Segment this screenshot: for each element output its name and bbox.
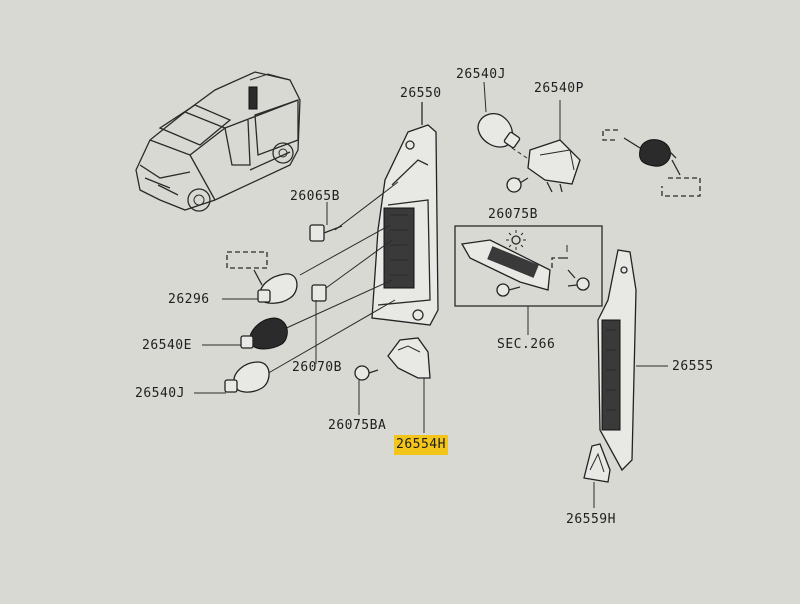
gasket-26554h: [387, 337, 431, 433]
bulb-26540j-top: [477, 81, 531, 161]
label-26550: 26550: [400, 86, 442, 101]
bolt-26070b: [311, 284, 327, 364]
bulb-top-right: [602, 129, 701, 197]
bulb-26540j-bottom: [194, 361, 270, 394]
sun-icon: [506, 230, 526, 250]
label-26555: 26555: [672, 359, 714, 374]
bulb-26540e: [202, 317, 288, 350]
bolt-26065b: [309, 202, 343, 242]
label-26075ba: 26075BA: [328, 418, 387, 433]
bulb-26296: [222, 251, 298, 304]
rear-combination-lamp: [371, 102, 439, 326]
label-26540e: 26540E: [142, 338, 192, 353]
label-26065b: 26065B: [290, 189, 340, 204]
socket-26540p: [527, 100, 581, 193]
van-illustration: [135, 71, 301, 212]
screw-26075b: [506, 177, 529, 193]
label-26554h: 26554H: [394, 435, 448, 455]
label-sec-266: SEC.266: [497, 337, 556, 352]
label-26296: 26296: [168, 292, 210, 307]
gasket-26559h: [583, 443, 611, 508]
label-26540j-bottom: 26540J: [135, 386, 185, 401]
label-26540p: 26540P: [534, 81, 584, 96]
label-26559h: 26559H: [566, 512, 616, 527]
label-26075b: 26075B: [488, 207, 538, 222]
screw-26075ba: [354, 365, 379, 415]
label-26540j-top: 26540J: [456, 67, 506, 82]
side-lamp-26555: [597, 249, 668, 472]
section-266-box: [454, 225, 603, 335]
label-26070b: 26070B: [292, 360, 342, 375]
